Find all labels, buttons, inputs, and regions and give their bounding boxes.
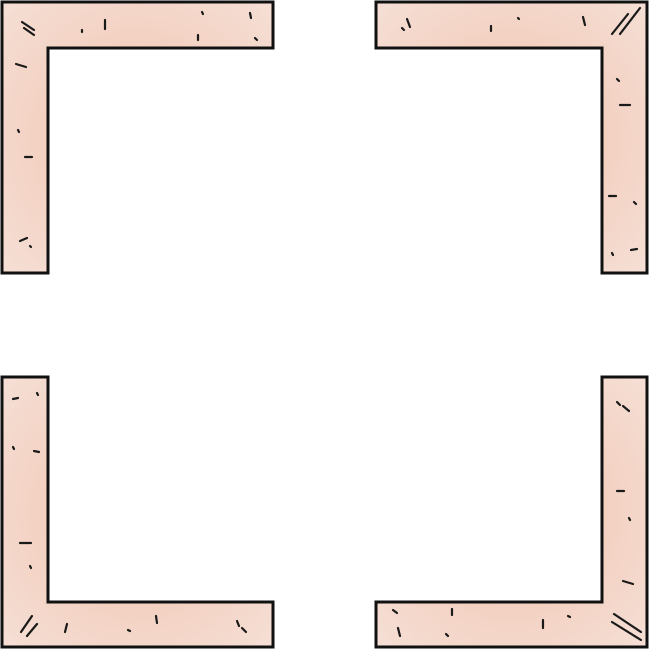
wall-speckles [400,6,642,257]
wall-corner-top-right [374,0,649,275]
wall-speckles [11,391,248,638]
wall-speckles [14,10,259,249]
wall-corner-bottom-left [0,375,275,649]
wall-speckles [391,400,643,642]
wall-corner-bottom-right [374,375,649,649]
wall-corner-top-left [0,0,275,275]
